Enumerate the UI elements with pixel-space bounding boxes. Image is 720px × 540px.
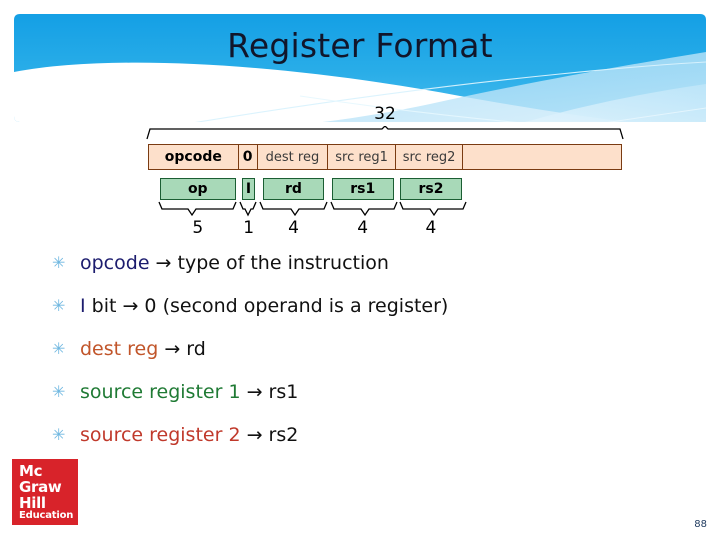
bullet-keyword: source register 1 — [80, 381, 241, 403]
page-number: 88 — [694, 519, 707, 530]
bullet-list: ✳ opcode → type of the instruction ✳ I b… — [52, 248, 692, 463]
bullet-rest: bit → 0 (second operand is a register) — [85, 295, 449, 317]
bullet-text-opcode: opcode → type of the instruction — [80, 248, 389, 278]
field-cell-src-reg2: src reg2 — [396, 145, 464, 169]
logo-line-2: Graw — [19, 478, 62, 496]
mnemonic-op: op — [159, 178, 236, 200]
field-cell-unused — [463, 145, 621, 169]
field-cell-ibit: 0 — [239, 145, 258, 169]
mnemonic-row: op I rd rs1 rs2 — [148, 178, 622, 200]
bit-count-i: 1 — [243, 218, 255, 238]
page-title: Register Format — [227, 26, 493, 65]
list-item: ✳ source register 1 → rs1 — [52, 377, 692, 420]
mnemonic-rd: rd — [262, 178, 325, 200]
bullet-rest: → rs2 — [240, 424, 299, 446]
mnemonic-i: I — [241, 178, 256, 200]
bullet-keyword: dest reg — [80, 338, 159, 360]
bit-count-rd: 4 — [288, 218, 299, 238]
bullet-rest: → rd — [158, 338, 206, 360]
bullet-keyword: I — [80, 295, 86, 317]
logo-line-4: Education — [19, 510, 74, 521]
instruction-field-table: opcode 0 dest reg src reg1 src reg2 — [148, 144, 622, 170]
bit-count-op: 5 — [192, 218, 204, 238]
asterisk-bullet-icon: ✳ — [52, 382, 66, 401]
bullet-text-dest-reg: dest reg → rd — [80, 334, 206, 364]
field-width-braces — [158, 201, 467, 217]
bullet-keyword: source register 2 — [80, 424, 241, 446]
bullet-rest: → rs1 — [240, 381, 299, 403]
mcgraw-hill-education-logo: Mc Graw Hill Education — [12, 459, 78, 525]
bullet-rest: → type of the instruction — [149, 252, 389, 274]
total-bits-label: 32 — [374, 104, 396, 124]
bit-count-rs1: 4 — [357, 218, 369, 238]
bullet-text-src-reg1: source register 1 → rs1 — [80, 377, 298, 407]
logo-line-3: Hill — [19, 494, 46, 512]
bullet-text-src-reg2: source register 2 → rs2 — [80, 420, 298, 450]
field-cell-dest-reg: dest reg — [258, 145, 329, 169]
bit-count-rs2: 4 — [425, 218, 437, 238]
mnemonic-rs1: rs1 — [331, 178, 394, 200]
bullet-keyword: opcode — [80, 252, 150, 274]
bit-count-labels: 5 1 4 4 4 — [148, 218, 622, 240]
mnemonic-rs2: rs2 — [400, 178, 462, 200]
list-item: ✳ dest reg → rd — [52, 334, 692, 377]
banner-wave-graphic — [14, 14, 706, 122]
asterisk-bullet-icon: ✳ — [52, 339, 66, 358]
logo-line-1: Mc — [19, 462, 43, 480]
field-cell-src-reg1: src reg1 — [328, 145, 396, 169]
list-item: ✳ source register 2 → rs2 — [52, 420, 692, 463]
bullet-text-ibit: I bit → 0 (second operand is a register) — [80, 291, 448, 321]
field-cell-opcode: opcode — [149, 145, 239, 169]
asterisk-bullet-icon: ✳ — [52, 425, 66, 444]
slide-banner — [0, 0, 720, 130]
asterisk-bullet-icon: ✳ — [52, 253, 66, 272]
register-format-diagram: 32 opcode 0 dest reg src reg1 src reg2 o… — [0, 100, 720, 255]
total-width-brace — [146, 126, 624, 140]
list-item: ✳ opcode → type of the instruction — [52, 248, 692, 291]
asterisk-bullet-icon: ✳ — [52, 296, 66, 315]
list-item: ✳ I bit → 0 (second operand is a registe… — [52, 291, 692, 334]
